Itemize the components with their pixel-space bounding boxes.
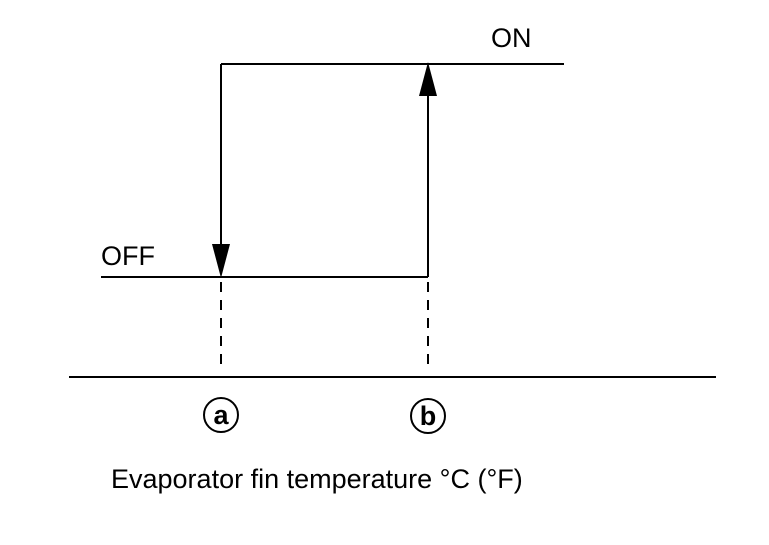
arrow-up-icon [419, 62, 437, 96]
arrow-down-icon [212, 244, 230, 278]
off-label: OFF [101, 241, 155, 271]
marker-a: a [203, 397, 239, 433]
axis-label: Evaporator fin temperature °C (°F) [111, 464, 523, 494]
on-label: ON [491, 23, 532, 53]
marker-b: b [410, 398, 446, 434]
